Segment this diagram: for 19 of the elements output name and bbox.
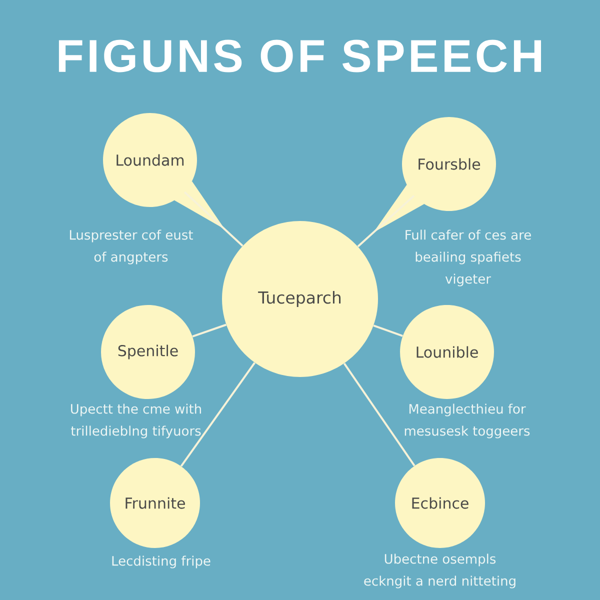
circle-node: Frunnite [110,458,200,548]
circle-node: Lounible [400,305,494,399]
description-text: Meanglecthieu for mesusesk toggeers [404,404,530,438]
connector-line [343,362,416,466]
connector-line [180,362,256,467]
connector-line [184,191,244,247]
connector-line [192,324,226,338]
circle-node: Spenitle [101,305,195,399]
connector-line [357,194,415,248]
description-text: Ubectne osempls eckngit a nerd nitteting [364,554,516,588]
description-text: Lusprester cof eust of angpters [70,230,193,264]
circle-node: Ecbince [395,458,485,548]
circle-node: Tuceparch [222,221,378,377]
description-text: Lecdisting fripe [112,556,210,568]
connector-line [373,324,403,337]
title: FIGUNS OF SPEECH [58,40,541,72]
speech-bubble: Loundam [103,113,225,230]
description-text: Upectt the cme with trilledieblng tifyuors [71,404,201,438]
description-text: Full cafer of ces are beailing spafiets vigeter [406,230,531,286]
